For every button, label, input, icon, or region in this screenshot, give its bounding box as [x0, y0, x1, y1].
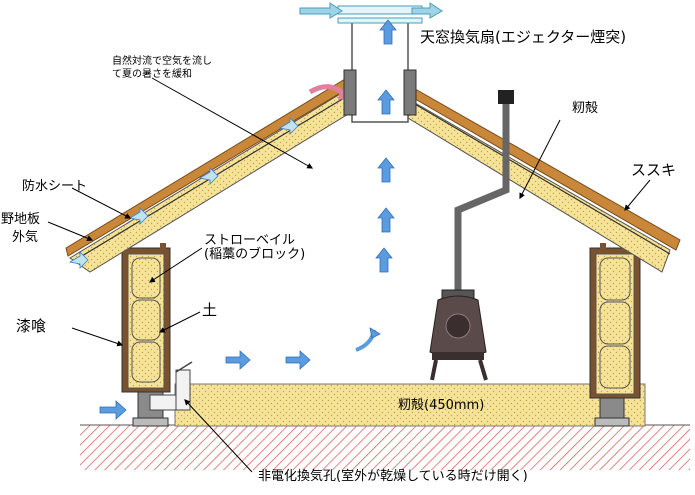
leader-lines — [47, 77, 651, 473]
label-sheathing: 野地板 — [1, 212, 41, 227]
label-vent-hole: 非電化換気孔(室外が乾燥している時だけ開く) — [258, 469, 528, 484]
label-waterproof: 防水シート — [22, 179, 88, 194]
label-susuki: ススキ — [631, 161, 677, 179]
ground — [80, 425, 690, 470]
left-straw-wall — [121, 247, 171, 393]
label-husk-floor: 籾殻(450mm) — [398, 398, 485, 413]
floor-air-arrows — [99, 327, 381, 420]
roof-airflow-arrows — [68, 117, 299, 269]
right-straw-wall — [589, 247, 641, 399]
right-foundation — [599, 397, 625, 421]
label-husk-roof: 籾殻 — [572, 101, 599, 116]
label-soil: 土 — [202, 301, 218, 319]
chimney-top-arrows — [299, 2, 443, 19]
vent-duct — [149, 361, 193, 411]
label-outside-air: 外気 — [12, 230, 39, 245]
floor-husk-slab — [174, 383, 646, 427]
right-roof — [407, 85, 681, 273]
label-plaster: 漆喰 — [16, 317, 47, 335]
label-straw-bale: ストローベイル (稲藁のブロック) — [204, 233, 306, 263]
label-chimney: 天窓換気扇(エジェクター煙突) — [420, 28, 627, 46]
wood-stove — [429, 90, 514, 381]
label-natural-flow: 自然対流で空気を流し て夏の暑さを緩和 — [112, 56, 212, 80]
rising-air-arrows — [375, 19, 397, 273]
ridge-chimney — [337, 5, 423, 123]
